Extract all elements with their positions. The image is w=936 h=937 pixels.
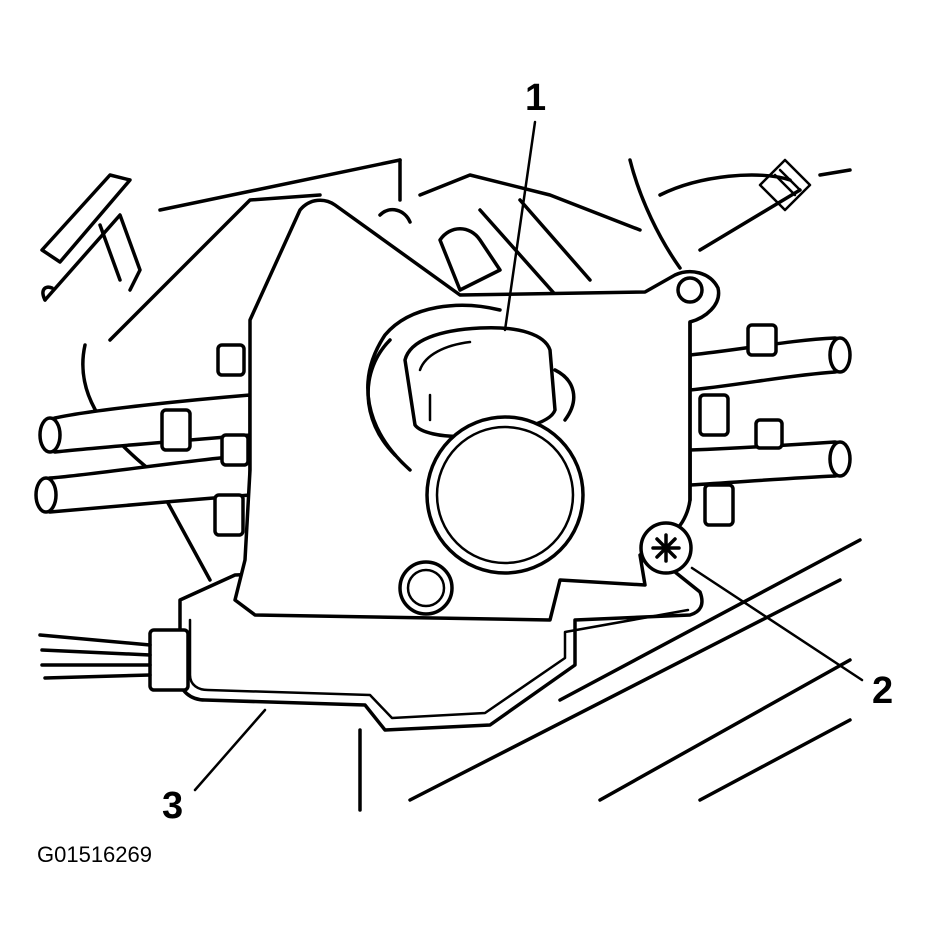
callout-1: 1 [525,77,546,119]
vacuum-hoses-left [34,343,252,537]
leader-line-3 [193,708,267,792]
vacuum-hoses-right [688,323,852,527]
upper-left-bracket [40,173,142,302]
leader-line-2 [690,566,864,682]
callout-3: 3 [162,785,183,827]
leader-lines [193,120,864,792]
mounting-screw [639,521,693,575]
lower-right-structure [358,538,862,812]
figure-id: G01516269 [37,842,152,867]
electrical-connector [38,628,190,692]
callout-2: 2 [872,670,893,712]
actuator-details [366,303,585,616]
leader-line-1 [503,120,537,332]
